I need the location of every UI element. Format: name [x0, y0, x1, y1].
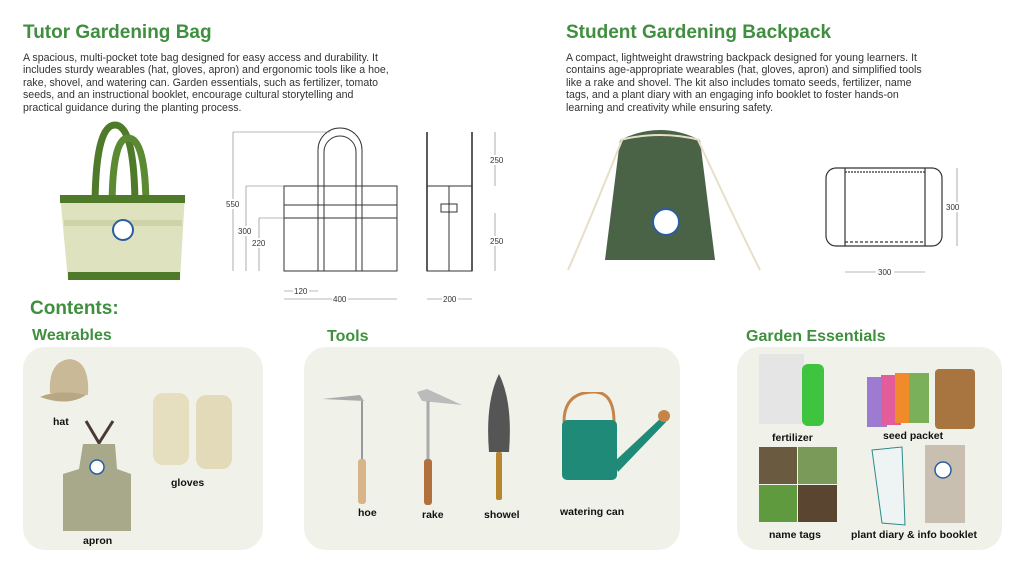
apron-label: apron [83, 535, 113, 547]
hoe-image [322, 395, 366, 504]
dim-handle-height: 250 [490, 156, 504, 165]
essentials-panel: fertilizer seed packet name tags plant d… [737, 347, 1002, 550]
student-backpack-diagram: 300 300 [825, 167, 964, 277]
dim-height-total: 550 [226, 200, 240, 209]
essentials-title: Garden Essentials [746, 328, 886, 345]
fertilizer-image [759, 354, 824, 426]
tutor-bag-description: A spacious, multi-pocket tote bag design… [23, 52, 389, 114]
tools-title: Tools [327, 328, 369, 345]
seed-packet-image [867, 369, 975, 429]
wearables-panel: hat gloves apron [23, 347, 263, 550]
name-tags-image [759, 447, 837, 522]
showel-label: showel [484, 509, 520, 521]
contents-title: Contents: [30, 298, 119, 319]
dim-width: 400 [333, 295, 347, 304]
dim-pocket-width: 120 [294, 287, 308, 296]
tools-panel: hoe rake showel watering can [304, 347, 680, 550]
student-backpack-description: A compact, lightweight drawstring backpa… [566, 52, 922, 114]
gloves-image [153, 393, 232, 469]
name-tags-label: name tags [769, 529, 821, 541]
tutor-bag-front-diagram: 550 300 220 120 400 250 250 200 [226, 127, 506, 304]
dim-depth: 200 [443, 295, 457, 304]
dim-backpack-width: 300 [878, 268, 892, 277]
plant-diary-label: plant diary & info booklet [851, 529, 978, 541]
dim-backpack-height: 300 [946, 203, 960, 212]
dim-height-pocket: 220 [252, 239, 266, 248]
fertilizer-label: fertilizer [772, 432, 813, 444]
gloves-label: gloves [171, 477, 205, 489]
rake-image [417, 389, 462, 505]
seed-packet-label: seed packet [883, 430, 944, 442]
student-backpack-image [567, 130, 761, 271]
tutor-bag-title: Tutor Gardening Bag [23, 22, 212, 43]
tutor-bag-image [60, 121, 185, 280]
rake-label: rake [422, 509, 444, 521]
shovel-image [488, 374, 510, 500]
dim-height-body: 300 [238, 227, 252, 236]
apron-image [63, 420, 131, 531]
plant-diary-image [871, 445, 965, 526]
watering-can-label: watering can [560, 506, 625, 518]
hoe-label: hoe [358, 507, 377, 519]
student-backpack-title: Student Gardening Backpack [566, 22, 832, 43]
dim-side-height: 250 [490, 237, 504, 246]
hat-label: hat [53, 416, 69, 428]
wearables-title: Wearables [32, 327, 112, 344]
watering-can-image [562, 392, 670, 480]
hat-image [40, 359, 89, 402]
